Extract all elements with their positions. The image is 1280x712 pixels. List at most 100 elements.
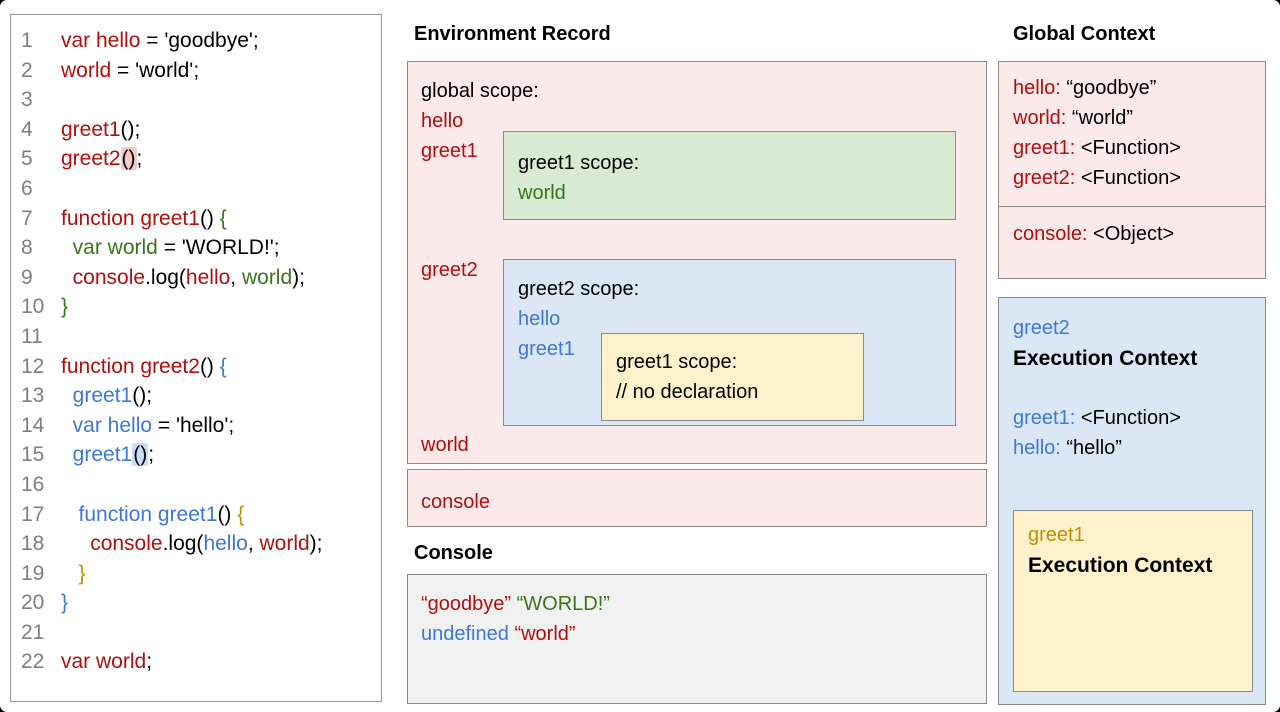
console-scope-label: console — [421, 491, 490, 513]
text-segment: <Function> — [1075, 407, 1181, 429]
line-number: 19 — [21, 561, 45, 585]
greet2-ec-row: hello: “hello” — [1013, 436, 1122, 461]
greet1-execution-context-box: greet1 Execution Context — [1013, 510, 1253, 692]
code-line: 5 greet2(); — [21, 144, 379, 174]
line-number: 2 — [21, 58, 33, 82]
greet2-scope-title: greet2 scope: — [518, 278, 640, 300]
text-segment: = 'world'; — [111, 58, 200, 82]
text-segment: ); — [292, 265, 305, 289]
global-var-greet1: greet1 — [421, 140, 478, 162]
text-segment: ; — [136, 147, 143, 171]
text-segment: ; — [146, 650, 153, 674]
greet1-ec-name: greet1 — [1028, 524, 1085, 546]
text-segment: “hello” — [1060, 437, 1122, 459]
text-segment: “goodbye” — [1060, 77, 1157, 99]
greet2-ec-subtitle: Execution Context — [1013, 347, 1198, 370]
greet1-scope-title: greet1 scope: — [518, 152, 640, 174]
text-segment — [61, 532, 90, 555]
text-segment: greet1: — [1013, 137, 1076, 159]
console-output-box: “goodbye” “WORLD!” undefined “world” — [407, 574, 987, 704]
text-segment: world — [241, 265, 293, 289]
global-context-console-row: console: <Object> — [1013, 222, 1174, 247]
code-line: 19 } — [21, 559, 379, 589]
console-title: Console — [414, 542, 493, 564]
text-segment: greet1 — [61, 443, 133, 467]
greet1-scope-box: greet1 scope: world — [503, 131, 956, 220]
text-segment: () — [120, 147, 137, 171]
text-segment: console — [90, 532, 163, 556]
text-segment: console: — [1013, 223, 1088, 245]
text-segment: function greet1 — [61, 206, 200, 230]
text-segment: (); — [132, 384, 153, 408]
text-segment: world — [259, 532, 310, 556]
code-line: 11 — [21, 322, 379, 352]
text-segment: <Function> — [1075, 137, 1181, 159]
text-segment: hello: — [1013, 437, 1061, 459]
text-segment: ; — [148, 443, 155, 467]
text-segment: “world” — [1066, 107, 1134, 129]
line-number: 22 — [21, 650, 45, 674]
text-segment: hello: — [1013, 77, 1061, 99]
text-segment: var world — [61, 650, 147, 674]
line-number: 15 — [21, 443, 45, 467]
inner-greet1-scope-comment: // no declaration — [616, 381, 759, 403]
text-segment: = 'WORLD!'; — [157, 236, 280, 260]
console-line: undefined “world” — [421, 622, 576, 647]
code-line: 13 greet1(); — [21, 381, 379, 411]
greet1-scope-var-world: world — [518, 182, 566, 204]
line-number: 3 — [21, 88, 33, 112]
text-segment: { — [219, 206, 227, 230]
code-line: 17 function greet1() { — [21, 500, 379, 530]
line-number: 20 — [21, 591, 45, 615]
code-line: 6 — [21, 174, 379, 204]
code-line: 20} — [21, 588, 379, 618]
text-segment: , — [247, 532, 260, 556]
text-segment: “WORLD!” — [516, 593, 610, 615]
line-number: 14 — [21, 413, 45, 437]
greet1-ec-subtitle: Execution Context — [1028, 554, 1213, 577]
global-context-row: greet1: <Function> — [1013, 136, 1181, 161]
greet2-scope-box: greet2 scope: hello greet1 greet1 scope:… — [503, 259, 956, 426]
text-segment: greet1 — [61, 117, 121, 141]
line-number: 4 — [21, 117, 33, 141]
text-segment: = 'hello'; — [152, 413, 235, 437]
text-segment: “world” — [514, 623, 576, 645]
line-number: 16 — [21, 472, 45, 496]
text-segment: var world — [61, 236, 158, 260]
global-context-title: Global Context — [1013, 23, 1156, 45]
greet2-execution-context-box: greet2 Execution Context greet1: <Functi… — [998, 297, 1266, 705]
text-segment: world — [61, 58, 112, 82]
console-line: “goodbye” “WORLD!” — [421, 592, 610, 617]
text-segment — [61, 266, 73, 289]
code-line: 3 — [21, 85, 379, 115]
global-scope-label: global scope: — [421, 80, 539, 102]
text-segment: () — [199, 206, 220, 230]
greet2-ec-row: greet1: <Function> — [1013, 406, 1181, 431]
text-segment: } — [61, 561, 86, 585]
text-segment: greet2 — [61, 147, 121, 171]
line-number: 18 — [21, 532, 45, 556]
global-context-row: hello: “goodbye” — [1013, 76, 1156, 101]
env-record-title: Environment Record — [414, 23, 611, 45]
text-segment: = 'goodbye'; — [140, 29, 259, 52]
global-var-greet2: greet2 — [421, 259, 478, 281]
code-line: 2 world = 'world'; — [21, 56, 379, 86]
code-line: 16 — [21, 470, 379, 500]
line-number: 10 — [21, 295, 45, 319]
text-segment: } — [61, 591, 69, 615]
text-segment: var hello — [61, 413, 153, 437]
text-segment: undefined — [421, 623, 509, 645]
text-segment: { — [237, 502, 245, 526]
text-segment: () — [132, 443, 149, 467]
line-number: 5 — [21, 147, 33, 171]
line-number: 12 — [21, 354, 45, 378]
inner-greet1-scope-box: greet1 scope: // no declaration — [601, 333, 864, 421]
text-segment: hello — [203, 532, 248, 556]
line-number: 8 — [21, 236, 33, 260]
line-number: 13 — [21, 384, 45, 408]
